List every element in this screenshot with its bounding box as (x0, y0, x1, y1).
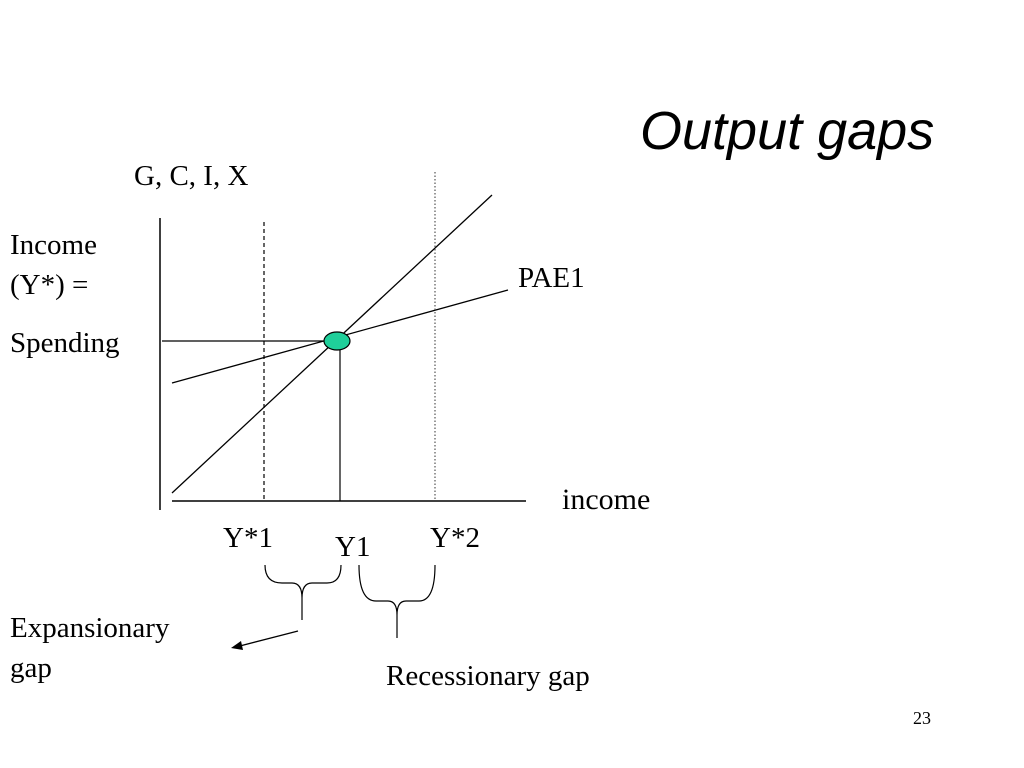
pae1-label: PAE1 (518, 262, 585, 294)
slide-title: Output gaps (640, 101, 935, 161)
income-equals-line1: Income (10, 229, 97, 261)
y2-star-tick-label: Y*2 (430, 522, 480, 554)
expansionary-gap-line1: Expansionary (10, 612, 170, 644)
expansionary-brace (264, 564, 342, 620)
slide-number: 23 (913, 708, 931, 728)
y-axis-label: G, C, I, X (134, 160, 249, 192)
spending-label: Spending (10, 327, 120, 359)
y1-star-tick-label: Y*1 (223, 522, 273, 554)
recessionary-gap-label: Recessionary gap (386, 660, 590, 692)
expansionary-arrow (235, 630, 299, 648)
equilibrium-point (323, 331, 351, 351)
income-equals-label: Income (Y*) = (10, 225, 97, 305)
y1-tick-label: Y1 (335, 531, 371, 563)
recessionary-brace (358, 564, 436, 638)
expansionary-gap-line2: gap (10, 652, 52, 684)
income-equals-line2: (Y*) = (10, 269, 89, 301)
expansionary-gap-label: Expansionary gap (10, 608, 169, 688)
x-axis-label: income (562, 483, 651, 516)
arrow-head-icon (231, 641, 243, 650)
